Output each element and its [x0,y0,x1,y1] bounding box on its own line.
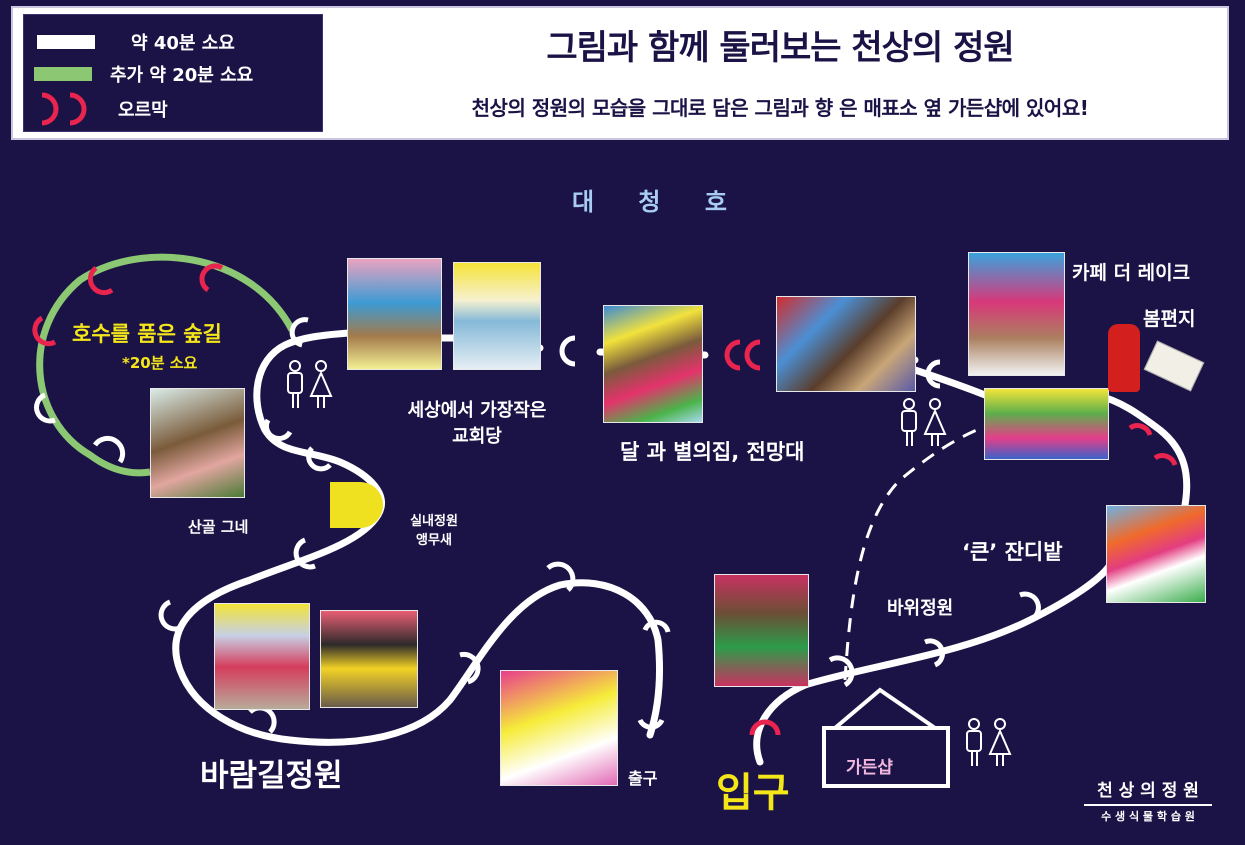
label-exit: 출구 [628,769,658,788]
painting-cafe-the-lake [968,252,1065,376]
mailbox-icon [1108,324,1140,392]
label-smallest-chapel: 세상에서 가장작은 교회당 [407,400,547,447]
painting-smallest-chapel [453,262,541,370]
lake-label: 대 청 호 [572,188,745,216]
shortcut-dashed-trail [843,423,991,681]
legend-item-uphill: 오르막 [24,91,168,127]
label-moon-star-house: 달 과 별의집, 전망대 [620,440,805,464]
painting-moon-star-house [603,305,703,423]
label-garden-shop: 가든샵 [846,758,893,778]
legend-label: 추가 약 20분 소요 [110,65,254,86]
garden-shop-building [822,687,950,788]
label-big-lawn: ‘큰’ 잔디밭 [962,540,1063,564]
label-spring-letter: 봄편지 [1143,308,1196,330]
label-indoor-garden: 실내정원 앵무새 [410,514,458,548]
label-rock-garden: 바위정원 [887,598,954,619]
painting-magnolia-exit [500,670,618,786]
legend: 약 40분 소요 추가 약 20분 소요 오르막 [23,14,323,132]
painting-observatory-path [776,296,916,392]
page-subtitle: 천상의 정원의 모습을 그대로 담은 그림과 향 은 매표소 옆 가든샵에 있어… [471,96,1089,120]
brand-name: 천 상 의 정 원 [1084,776,1212,806]
label-wind-path-garden: 바람길정원 [200,758,343,794]
painting-rose-arch-house [214,603,310,710]
brand-subtitle: 수 생 식 물 학 습 원 [1101,810,1195,823]
painting-wind-path-house [320,610,418,708]
legend-item-main-trail: 약 40분 소요 [24,29,235,55]
forest-trail-label: 호수를 품은 숲길 [72,322,222,346]
green-line-swatch-icon [34,67,92,81]
painting-big-lawn [1106,505,1206,603]
forest-trail-duration: *20분 소요 [122,354,198,372]
painting-lake-view-path [347,258,442,370]
restroom-icon [966,718,1012,766]
legend-label: 오르막 [118,100,168,121]
indoor-garden-marker [330,482,383,528]
painting-rock-garden [714,574,809,687]
legend-item-extra-trail: 추가 약 20분 소요 [24,61,253,87]
label-cafe-the-lake: 카페 더 레이크 [1072,262,1191,284]
page-title: 그림과 함께 둘러보는 천상의 정원 [546,28,1014,68]
uphill-markers [32,263,1178,736]
label-entrance: 입구 [716,770,790,816]
restroom-icon [901,398,947,446]
painting-lotus-garden [984,388,1109,460]
uphill-arcs-icon [41,92,87,126]
legend-label: 약 40분 소요 [131,33,235,54]
restroom-icon [287,360,333,408]
white-line-swatch-icon [37,35,95,49]
painting-mountain-swing [150,388,245,498]
label-mountain-swing: 산골 그네 [188,518,249,536]
direction-arrows [34,317,1041,734]
